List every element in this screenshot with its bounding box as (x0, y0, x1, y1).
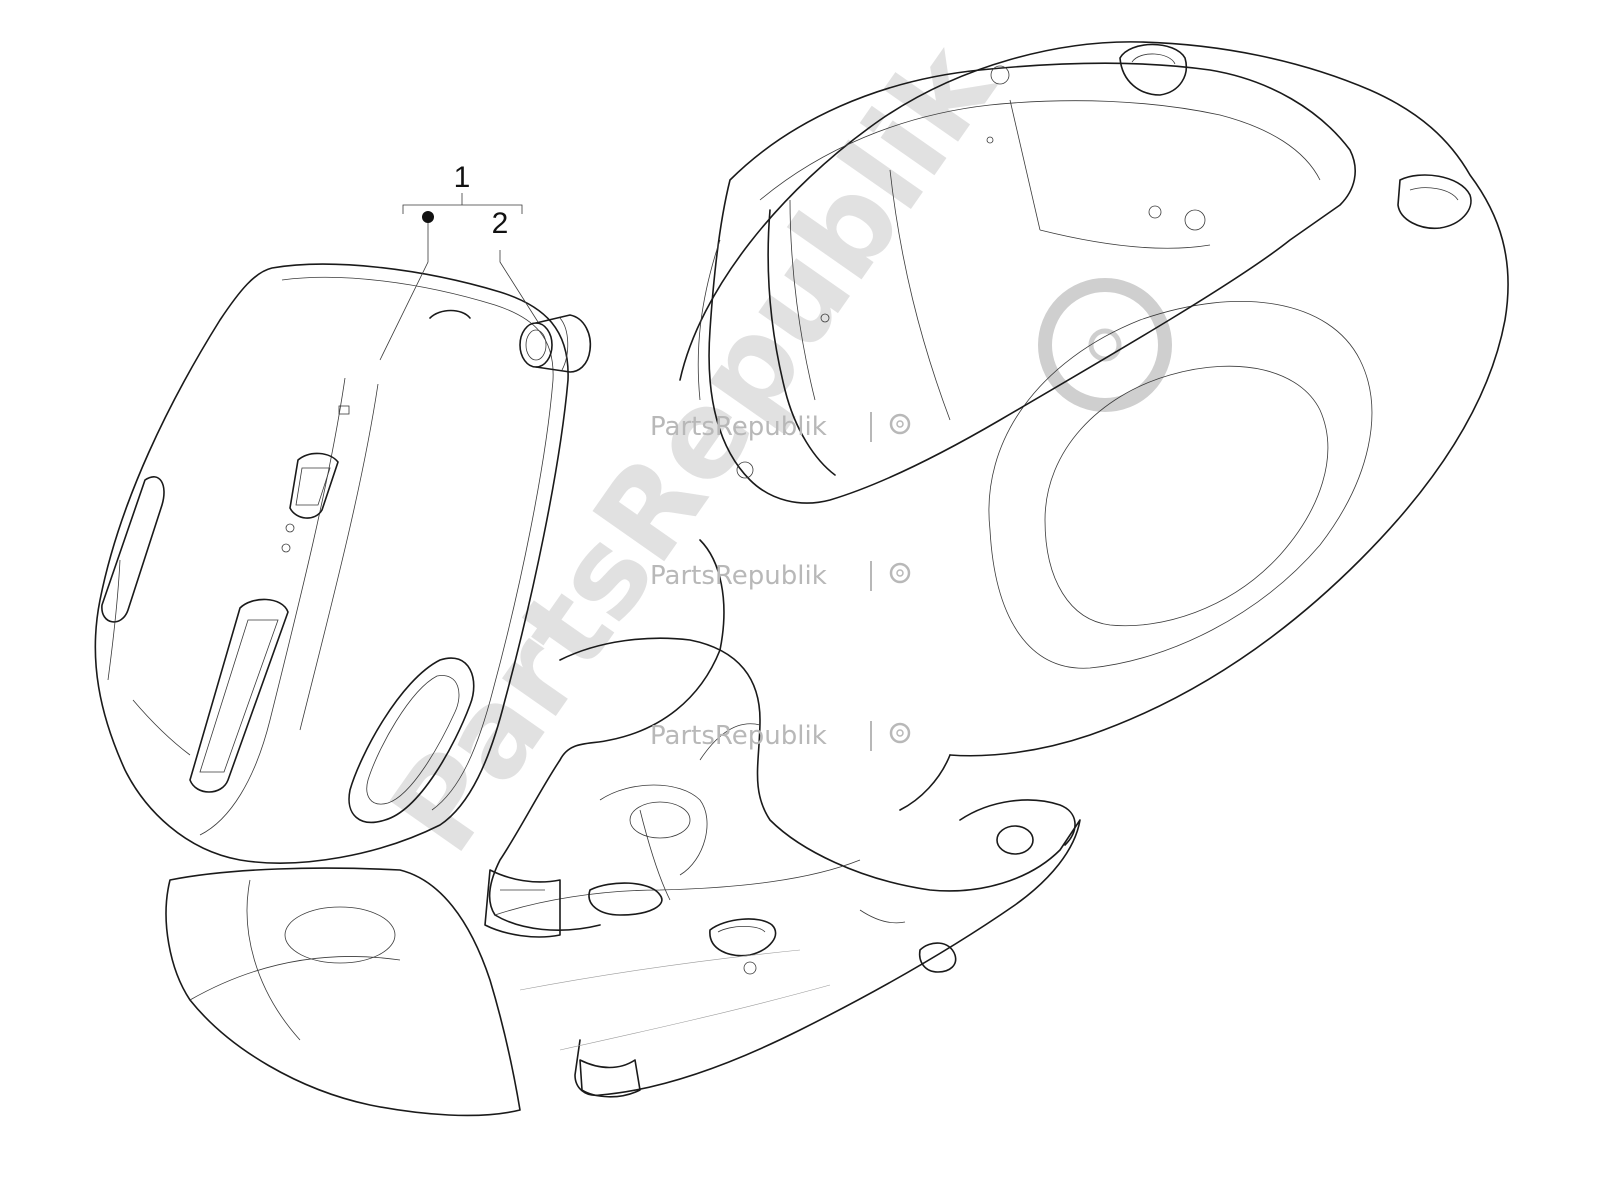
callout-number-1: 1 (454, 161, 471, 194)
footboard-frame (484, 539, 1081, 1098)
gear-icon (889, 413, 911, 435)
callout-leader-2 (499, 250, 539, 323)
callout-bracket (402, 204, 523, 214)
watermark-text-2: PartsRepublik (650, 561, 827, 591)
watermark-label-1: PartsRepublik (650, 412, 911, 442)
callout-group: 1 2 (379, 161, 539, 361)
grommet-part (429, 309, 592, 373)
watermark-text-1: PartsRepublik (650, 412, 827, 442)
gear-icon (889, 722, 911, 744)
gear-icon (889, 562, 911, 584)
watermark-label-3: PartsRepublik (650, 721, 911, 751)
callout-leader-1 (379, 223, 429, 361)
main-body-frame (679, 41, 1509, 811)
watermark-label-2: PartsRepublik (650, 561, 911, 591)
callout-dot (422, 211, 434, 223)
watermark-text-3: PartsRepublik (650, 721, 827, 751)
watermark-big-gear-icon (1038, 278, 1172, 412)
callout-number-2: 2 (492, 207, 509, 240)
front-shield (94, 263, 569, 1117)
